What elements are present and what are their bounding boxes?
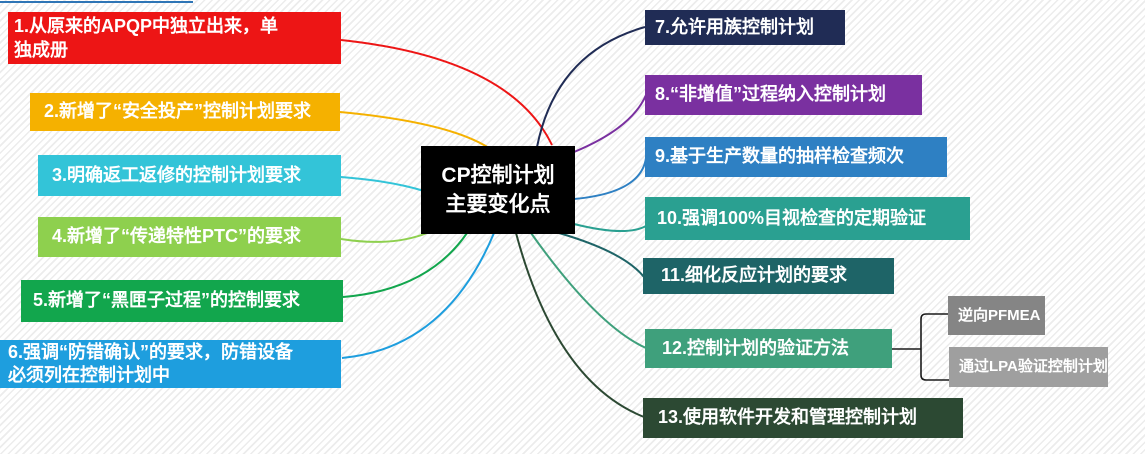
sub-branch-reverse-pfmea: 逆向PFMEA xyxy=(948,296,1045,335)
connector-branch-12 xyxy=(530,232,647,349)
connector-branch-11 xyxy=(558,232,645,278)
branch-10-visual-inspection: 10.强调100%目视检查的定期验证 xyxy=(645,197,970,240)
connector-branch-3 xyxy=(340,176,425,192)
connector-branch-2 xyxy=(339,111,490,149)
branch-12-verification-method: 12.控制计划的验证方法 xyxy=(645,329,892,368)
branch-13-software-managed: 13.使用软件开发和管理控制计划 xyxy=(643,398,963,438)
connector-branch-8 xyxy=(573,94,647,153)
center-topic-line1: CP控制计划 xyxy=(441,163,555,187)
connector-branch-13 xyxy=(515,232,645,418)
connector-branch-10 xyxy=(573,223,647,233)
branch-7-family-control-plan: 7.允许用族控制计划 xyxy=(645,10,845,45)
center-topic-line2: 主要变化点 xyxy=(445,193,551,216)
branch-5-black-box-process: 5.新增了“黑匣子过程”的控制要求 xyxy=(21,280,343,322)
branch-1-apqp-independent: 1.从原来的APQP中独立出来，单 独成册 xyxy=(8,12,341,64)
connector-branch-5 xyxy=(342,232,468,298)
branch-2-safe-launch: 2.新增了“安全投产”控制计划要求 xyxy=(30,93,340,131)
top-accent-line xyxy=(0,1,193,3)
connector-branch-4 xyxy=(340,232,428,243)
branch-11-reaction-plan: 11.细化反应计划的要求 xyxy=(643,258,894,294)
branch-3-rework-repair: 3.明确返工返修的控制计划要求 xyxy=(38,155,341,196)
center-topic-node: CP控制计划 主要变化点 xyxy=(421,146,575,234)
branch-8-non-value-added: 8.“非增值”过程纳入控制计划 xyxy=(645,75,922,115)
sub-branch-lpa-verification: 通过LPA验证控制计划 xyxy=(949,347,1108,387)
connector-branch-7 xyxy=(536,26,646,148)
connector-branch-9 xyxy=(573,157,647,200)
branch-9-sampling-frequency: 9.基于生产数量的抽样检查频次 xyxy=(645,137,947,177)
connector-branch-6 xyxy=(341,232,495,359)
connector-branch-1 xyxy=(340,39,553,146)
branch-6-error-proofing: 6.强调“防错确认”的要求，防错设备 必须列在控制计划中 xyxy=(0,340,341,388)
connector-sub-bracket xyxy=(920,313,949,381)
branch-4-ptc-requirement: 4.新增了“传递特性PTC”的要求 xyxy=(38,217,341,257)
